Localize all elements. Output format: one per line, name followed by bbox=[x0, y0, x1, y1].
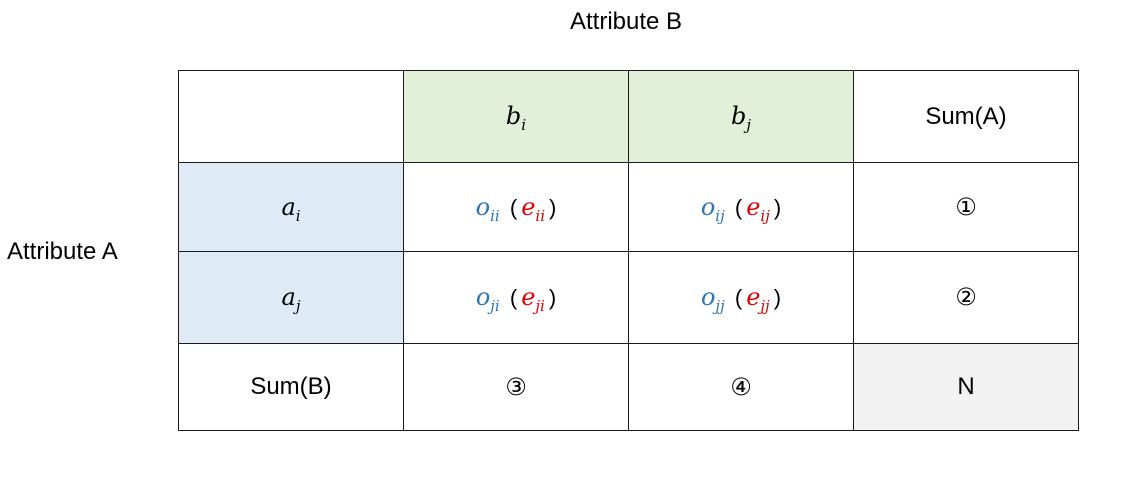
attribute-b-label: Attribute B bbox=[570, 8, 683, 35]
cell-ji: oji ( eji ) bbox=[403, 251, 629, 344]
expected-ji: eji bbox=[521, 283, 545, 315]
observed-ii: oii bbox=[475, 192, 500, 225]
expected-jj: ejj bbox=[746, 283, 770, 315]
grand-total: N bbox=[853, 343, 1079, 431]
table-row: aj oji ( eji ) ojj ( ejj ) ② bbox=[178, 251, 1079, 344]
observed-ji: oji bbox=[475, 283, 500, 315]
row-sum-aj: ② bbox=[853, 251, 1079, 344]
row-aj-symbol: aj bbox=[281, 283, 301, 315]
row-label-aj: aj bbox=[178, 251, 404, 344]
cell-jj: ojj ( ejj ) bbox=[628, 251, 854, 344]
observed-ij: oij bbox=[700, 192, 725, 225]
header-sum-a: Sum(A) bbox=[853, 70, 1079, 163]
header-row: bi bj Sum(A) bbox=[178, 70, 1079, 163]
expected-ii: eii bbox=[521, 192, 545, 225]
footer-sum-b: Sum(B) bbox=[178, 343, 404, 431]
col-total-bi: ③ bbox=[403, 343, 629, 431]
corner-cell bbox=[178, 70, 404, 163]
header-col-bj: bj bbox=[628, 70, 854, 163]
row-ai-symbol: ai bbox=[281, 192, 301, 225]
observed-jj: ojj bbox=[700, 283, 725, 315]
col-total-bj: ④ bbox=[628, 343, 854, 431]
attribute-a-label: Attribute A bbox=[7, 238, 118, 265]
footer-row: Sum(B) ③ ④ N bbox=[178, 343, 1079, 431]
cell-ij: oij ( eij ) bbox=[628, 162, 854, 252]
table-row: ai oii ( eii ) oij ( eij ) ① bbox=[178, 162, 1079, 252]
contingency-table: bi bj Sum(A) ai oii ( eii ) oij ( eij ) bbox=[178, 70, 1079, 431]
header-col-bi: bi bbox=[403, 70, 629, 163]
row-label-ai: ai bbox=[178, 162, 404, 252]
expected-ij: eij bbox=[746, 192, 770, 225]
row-sum-ai: ① bbox=[853, 162, 1079, 252]
col-bi-symbol: bi bbox=[505, 102, 527, 134]
col-bj-symbol: bj bbox=[730, 102, 752, 134]
cell-ii: oii ( eii ) bbox=[403, 162, 629, 252]
